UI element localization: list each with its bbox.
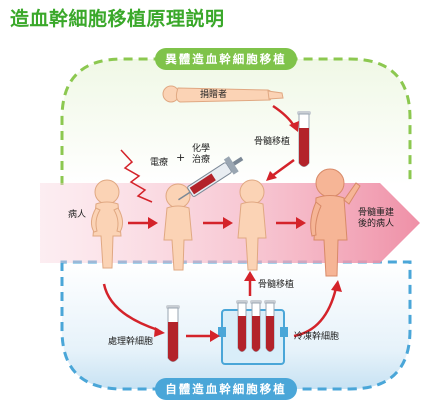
radiation-icon	[120, 149, 153, 203]
frozen-stem-cells-label: 冷凍幹細胞	[294, 332, 340, 342]
allogeneic-region	[60, 57, 412, 185]
radiation-label: 電療	[150, 158, 169, 168]
page-title: 造血幹細胞移植原理説明	[10, 8, 225, 30]
flow-arrows	[102, 104, 338, 338]
patient-label: 病人	[68, 210, 87, 220]
donor-label: 捐贈者	[200, 90, 228, 100]
rebuilt-patient-label: 骨髓重建後的病人	[357, 208, 394, 229]
allogeneic-section-label: 異體造血幹細胞移植	[155, 48, 297, 70]
process-stem-cells-label: 處理幹細胞	[108, 337, 154, 347]
arrow-tube-to-recipient	[271, 158, 295, 178]
arrow-patient-to-processing	[102, 283, 159, 332]
patient-figure	[90, 179, 124, 269]
plus-sign: +	[176, 151, 186, 164]
frozen-storage-icon	[218, 300, 288, 365]
autologous-section-label: 自體造血幹細胞移植	[155, 378, 297, 400]
treated-patient-figure	[163, 183, 193, 271]
chemotherapy-label: 化學治療	[191, 144, 210, 165]
processed-stem-cell-tube-icon	[166, 305, 180, 362]
donor-marrow-tube-icon	[297, 111, 311, 167]
arrow-freezer-to-recovery	[293, 287, 338, 338]
syringe-icon	[178, 156, 244, 201]
bone-marrow-transplant-label-top: 骨髓移植	[254, 137, 291, 147]
bone-marrow-transplant-label-mid: 骨髓移植	[258, 280, 295, 290]
donor-figure	[162, 85, 284, 103]
transplant-recipient-figure	[237, 179, 267, 271]
recovered-patient-figure	[310, 168, 361, 277]
